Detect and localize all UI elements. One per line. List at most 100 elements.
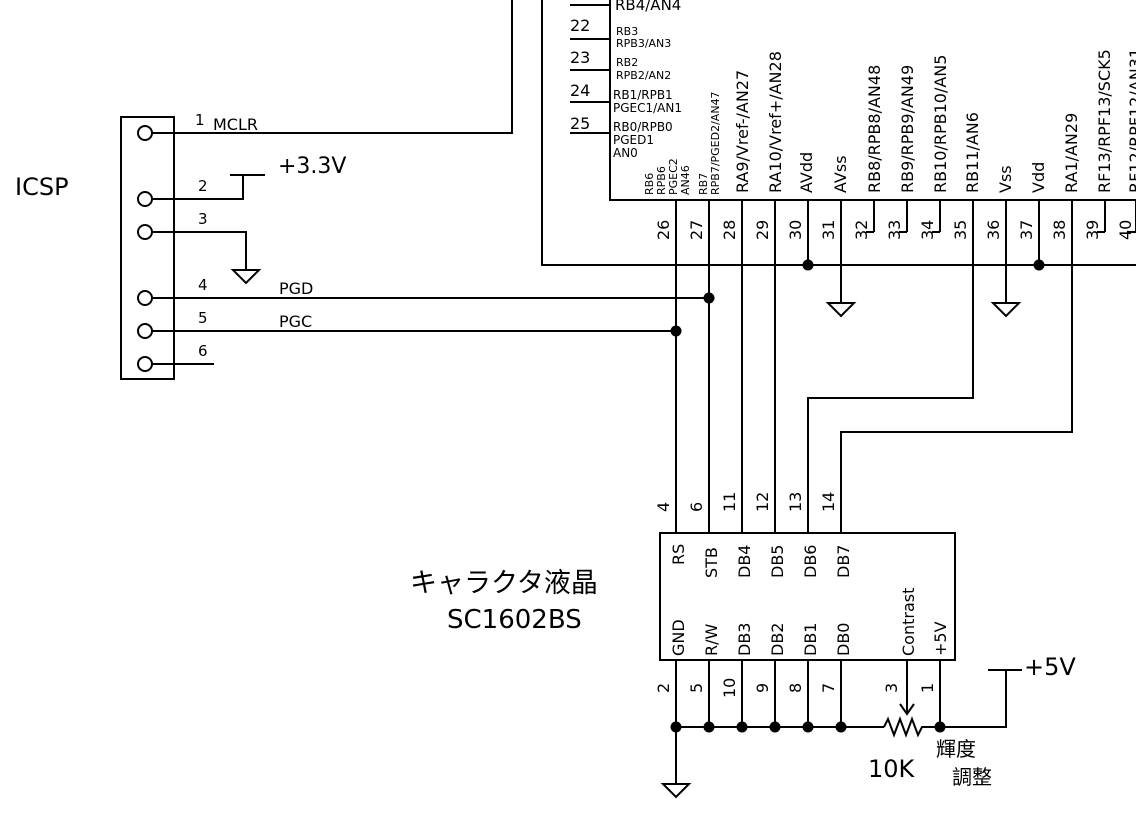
ground-symbol-lcd bbox=[660, 783, 692, 799]
lcd-pin-label-db0: DB0 bbox=[834, 623, 853, 656]
junction-dot bbox=[736, 721, 748, 733]
mcu-pin-label-25b: PGED1 bbox=[613, 133, 654, 147]
supply-5v-label: +5V bbox=[1024, 653, 1076, 681]
lcd-pin-label-db2: DB2 bbox=[768, 623, 787, 656]
mcu-pin-number-28: 28 bbox=[720, 220, 739, 240]
lcd-pin-num-6: 6 bbox=[687, 502, 706, 512]
pot-label-line1: 輝度 bbox=[936, 737, 976, 761]
mcu-pin-label-29: RA10/Vref+/AN28 bbox=[766, 51, 785, 193]
junction-dot bbox=[1033, 259, 1045, 271]
lcd-pin-num-4: 4 bbox=[654, 502, 673, 512]
ground-symbol-avss bbox=[825, 302, 857, 318]
icsp-pin-3 bbox=[137, 224, 153, 240]
mcu-pin-label-35: RB11/AN6 bbox=[963, 112, 982, 193]
mcu-pin-label-39: RF13/RPF13/SCK5 bbox=[1095, 49, 1114, 193]
wiper-arrow bbox=[899, 703, 915, 716]
lcd-pin-num-5: 5 bbox=[687, 683, 706, 693]
icsp-pin-label-1: MCLR bbox=[213, 115, 258, 134]
mcu-pin-label-22b: RPB3/AN3 bbox=[616, 37, 671, 50]
icsp-pin-num-1: 1 bbox=[195, 111, 205, 129]
mcu-pin-number-36: 36 bbox=[984, 220, 1003, 240]
mcu-outline bbox=[609, 0, 1136, 201]
mcu-pin-label-25c: AN0 bbox=[613, 146, 638, 160]
lcd-pin-num-7: 7 bbox=[819, 683, 838, 693]
icsp-pin-5 bbox=[137, 323, 153, 339]
lcd-pin-num-8: 8 bbox=[786, 683, 805, 693]
mcu-pin-number-38: 38 bbox=[1050, 220, 1069, 240]
icsp-pin-1 bbox=[137, 125, 153, 141]
lcd-pin-num-1: 1 bbox=[918, 683, 937, 693]
mcu-pin-label-22a: RB3 bbox=[616, 25, 638, 38]
mcu-pin-label-24b: PGEC1/AN1 bbox=[613, 101, 682, 115]
mcu-pin-label-34: RB10/RPB10/AN5 bbox=[931, 55, 950, 193]
mcu-pin-label-25a: RB0/RPB0 bbox=[613, 120, 673, 134]
junction-dot bbox=[670, 721, 682, 733]
mcu-pin-label-30: AVdd bbox=[797, 152, 816, 193]
lcd-pin-label-contrast: Contrast bbox=[899, 588, 918, 656]
mcu-pin-label-33: RB9/RPB9/AN49 bbox=[898, 65, 917, 193]
lcd-pin-label-rs: RS bbox=[669, 544, 688, 565]
icsp-pin-num-5: 5 bbox=[198, 309, 208, 327]
pot-value: 10K bbox=[868, 755, 916, 783]
mcu-pin-label-23b: RPB2/AN2 bbox=[616, 69, 671, 82]
lcd-pin-num-12: 12 bbox=[753, 492, 772, 512]
icsp-pin-label-4: PGD bbox=[279, 279, 313, 298]
icsp-pin-num-6: 6 bbox=[198, 342, 208, 360]
mcu-bottom-pin-numbers: 26 27 28 29 30 31 32 33 34 35 36 37 38 3… bbox=[654, 220, 1135, 240]
mcu-pin-label-37: Vdd bbox=[1029, 162, 1048, 193]
lcd-module: キャラクタ液晶 SC1602BS 4 6 11 12 13 14 RS STB … bbox=[410, 492, 1076, 799]
mcu-pin-number-23: 23 bbox=[570, 48, 590, 67]
lcd-pin-num-3: 3 bbox=[882, 683, 901, 693]
mcu-pin-label-38: RA1/AN29 bbox=[1062, 113, 1081, 193]
potentiometer-10k bbox=[883, 716, 940, 738]
mcu-pin-number-24: 24 bbox=[570, 81, 590, 100]
lcd-title: キャラクタ液晶 bbox=[410, 568, 598, 599]
junction-dot bbox=[703, 721, 715, 733]
mcu-pin-number-34: 34 bbox=[918, 220, 937, 240]
lcd-pin-label-gnd: GND bbox=[669, 619, 688, 656]
junction-dot bbox=[934, 721, 946, 733]
lcd-pin-label-5v: +5V bbox=[931, 621, 950, 656]
lcd-pin-label-db3: DB3 bbox=[735, 623, 754, 656]
mcu-pin-label-28: RA9/Vref-/AN27 bbox=[733, 70, 752, 193]
mcu-pin-label-31: AVss bbox=[831, 155, 850, 193]
mcu-pin-label-rb4: RB4/AN4 bbox=[615, 0, 681, 14]
lcd-pin-num-13: 13 bbox=[786, 492, 805, 512]
mcu-pin-number-39: 39 bbox=[1083, 220, 1102, 240]
mcu-pin-label-23a: RB2 bbox=[616, 56, 638, 69]
lcd-pin-num-11: 11 bbox=[720, 492, 739, 512]
mcu-pin-number-30: 30 bbox=[786, 220, 805, 240]
lcd-pin-num-9: 9 bbox=[753, 683, 772, 693]
mcu-pin-number-32: 32 bbox=[852, 220, 871, 240]
icsp-pin-num-4: 4 bbox=[198, 276, 208, 294]
lcd-pin-num-2: 2 bbox=[654, 683, 673, 693]
mcu-pin-number-37: 37 bbox=[1017, 220, 1036, 240]
mcu-pin-number-22: 22 bbox=[570, 16, 590, 35]
icsp-pin-num-3: 3 bbox=[198, 210, 208, 228]
mcu-pin-number-26: 26 bbox=[654, 220, 673, 240]
mcu-pin-label-26a: RB6 bbox=[643, 173, 656, 195]
lcd-pin-label-rw: R/W bbox=[702, 623, 721, 656]
mcu-pin-number-40: 40 bbox=[1116, 220, 1135, 240]
icsp-pin-num-2: 2 bbox=[198, 177, 208, 195]
mcu-left-pins: RB4/AN4 22 RB3 RPB3/AN3 23 RB2 RPB2/AN2 … bbox=[570, 0, 682, 160]
mcu-pin-label-40: RF12/RPF12/AN31 bbox=[1126, 48, 1136, 193]
mcu-pin-number-31: 31 bbox=[819, 220, 838, 240]
mcu-junctions bbox=[670, 259, 1045, 337]
ground-symbol-icsp bbox=[230, 269, 262, 285]
mcu-pin-number-29: 29 bbox=[753, 220, 772, 240]
lcd-pin-num-10: 10 bbox=[720, 678, 739, 698]
mcu-pin-number-27: 27 bbox=[687, 220, 706, 240]
mcu-pin-label-36: Vss bbox=[996, 165, 1015, 193]
mcu-pin-label-32: RB8/RPB8/AN48 bbox=[865, 65, 884, 193]
mcu-pin-label-26c: PGEC2 bbox=[667, 158, 680, 195]
supply-3v3-label: +3.3V bbox=[278, 154, 346, 179]
pot-label-line2: 調整 bbox=[952, 765, 992, 789]
junction-dot bbox=[769, 721, 781, 733]
mcu-pin-label-27b: RPB7/PGED2/AN47 bbox=[709, 91, 722, 195]
lcd-pin-num-14: 14 bbox=[819, 492, 838, 512]
lcd-pin-label-db1: DB1 bbox=[801, 623, 820, 656]
mcu-pin-label-26b: RPB6 bbox=[655, 166, 668, 195]
mcu-pin-label-26d: AN46 bbox=[679, 165, 692, 195]
